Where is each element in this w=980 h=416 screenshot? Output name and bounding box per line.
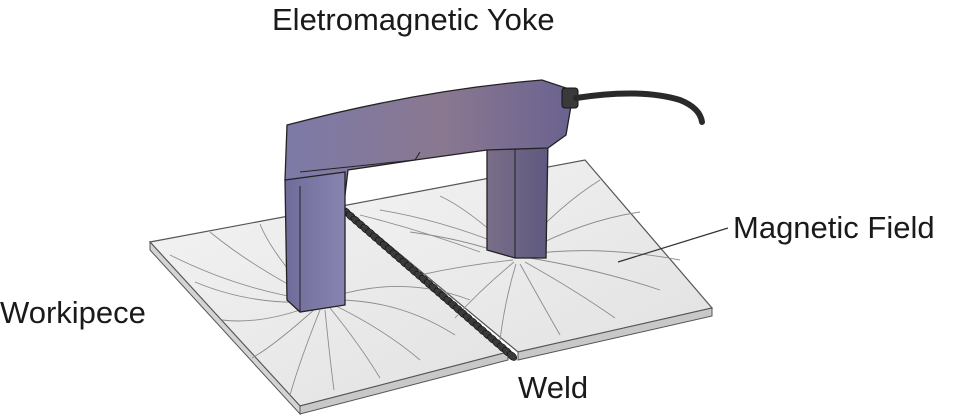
label-magnetic-field: Magnetic Field [733,210,935,245]
label-workpiece: Workipece [0,295,146,330]
page-title: Eletromagnetic Yoke [272,2,555,37]
yoke-icon [284,79,579,313]
yoke-right-leg [486,139,549,259]
label-weld: Weld [518,370,589,405]
weld-bead [340,207,518,361]
weld-bead-segment [506,351,518,361]
plate-left-edge-side [149,240,301,416]
plate-right-edge-front [517,307,713,361]
yoke-left-leg [284,171,346,313]
power-cable-icon [573,90,705,125]
field-pointer-line [617,227,729,263]
